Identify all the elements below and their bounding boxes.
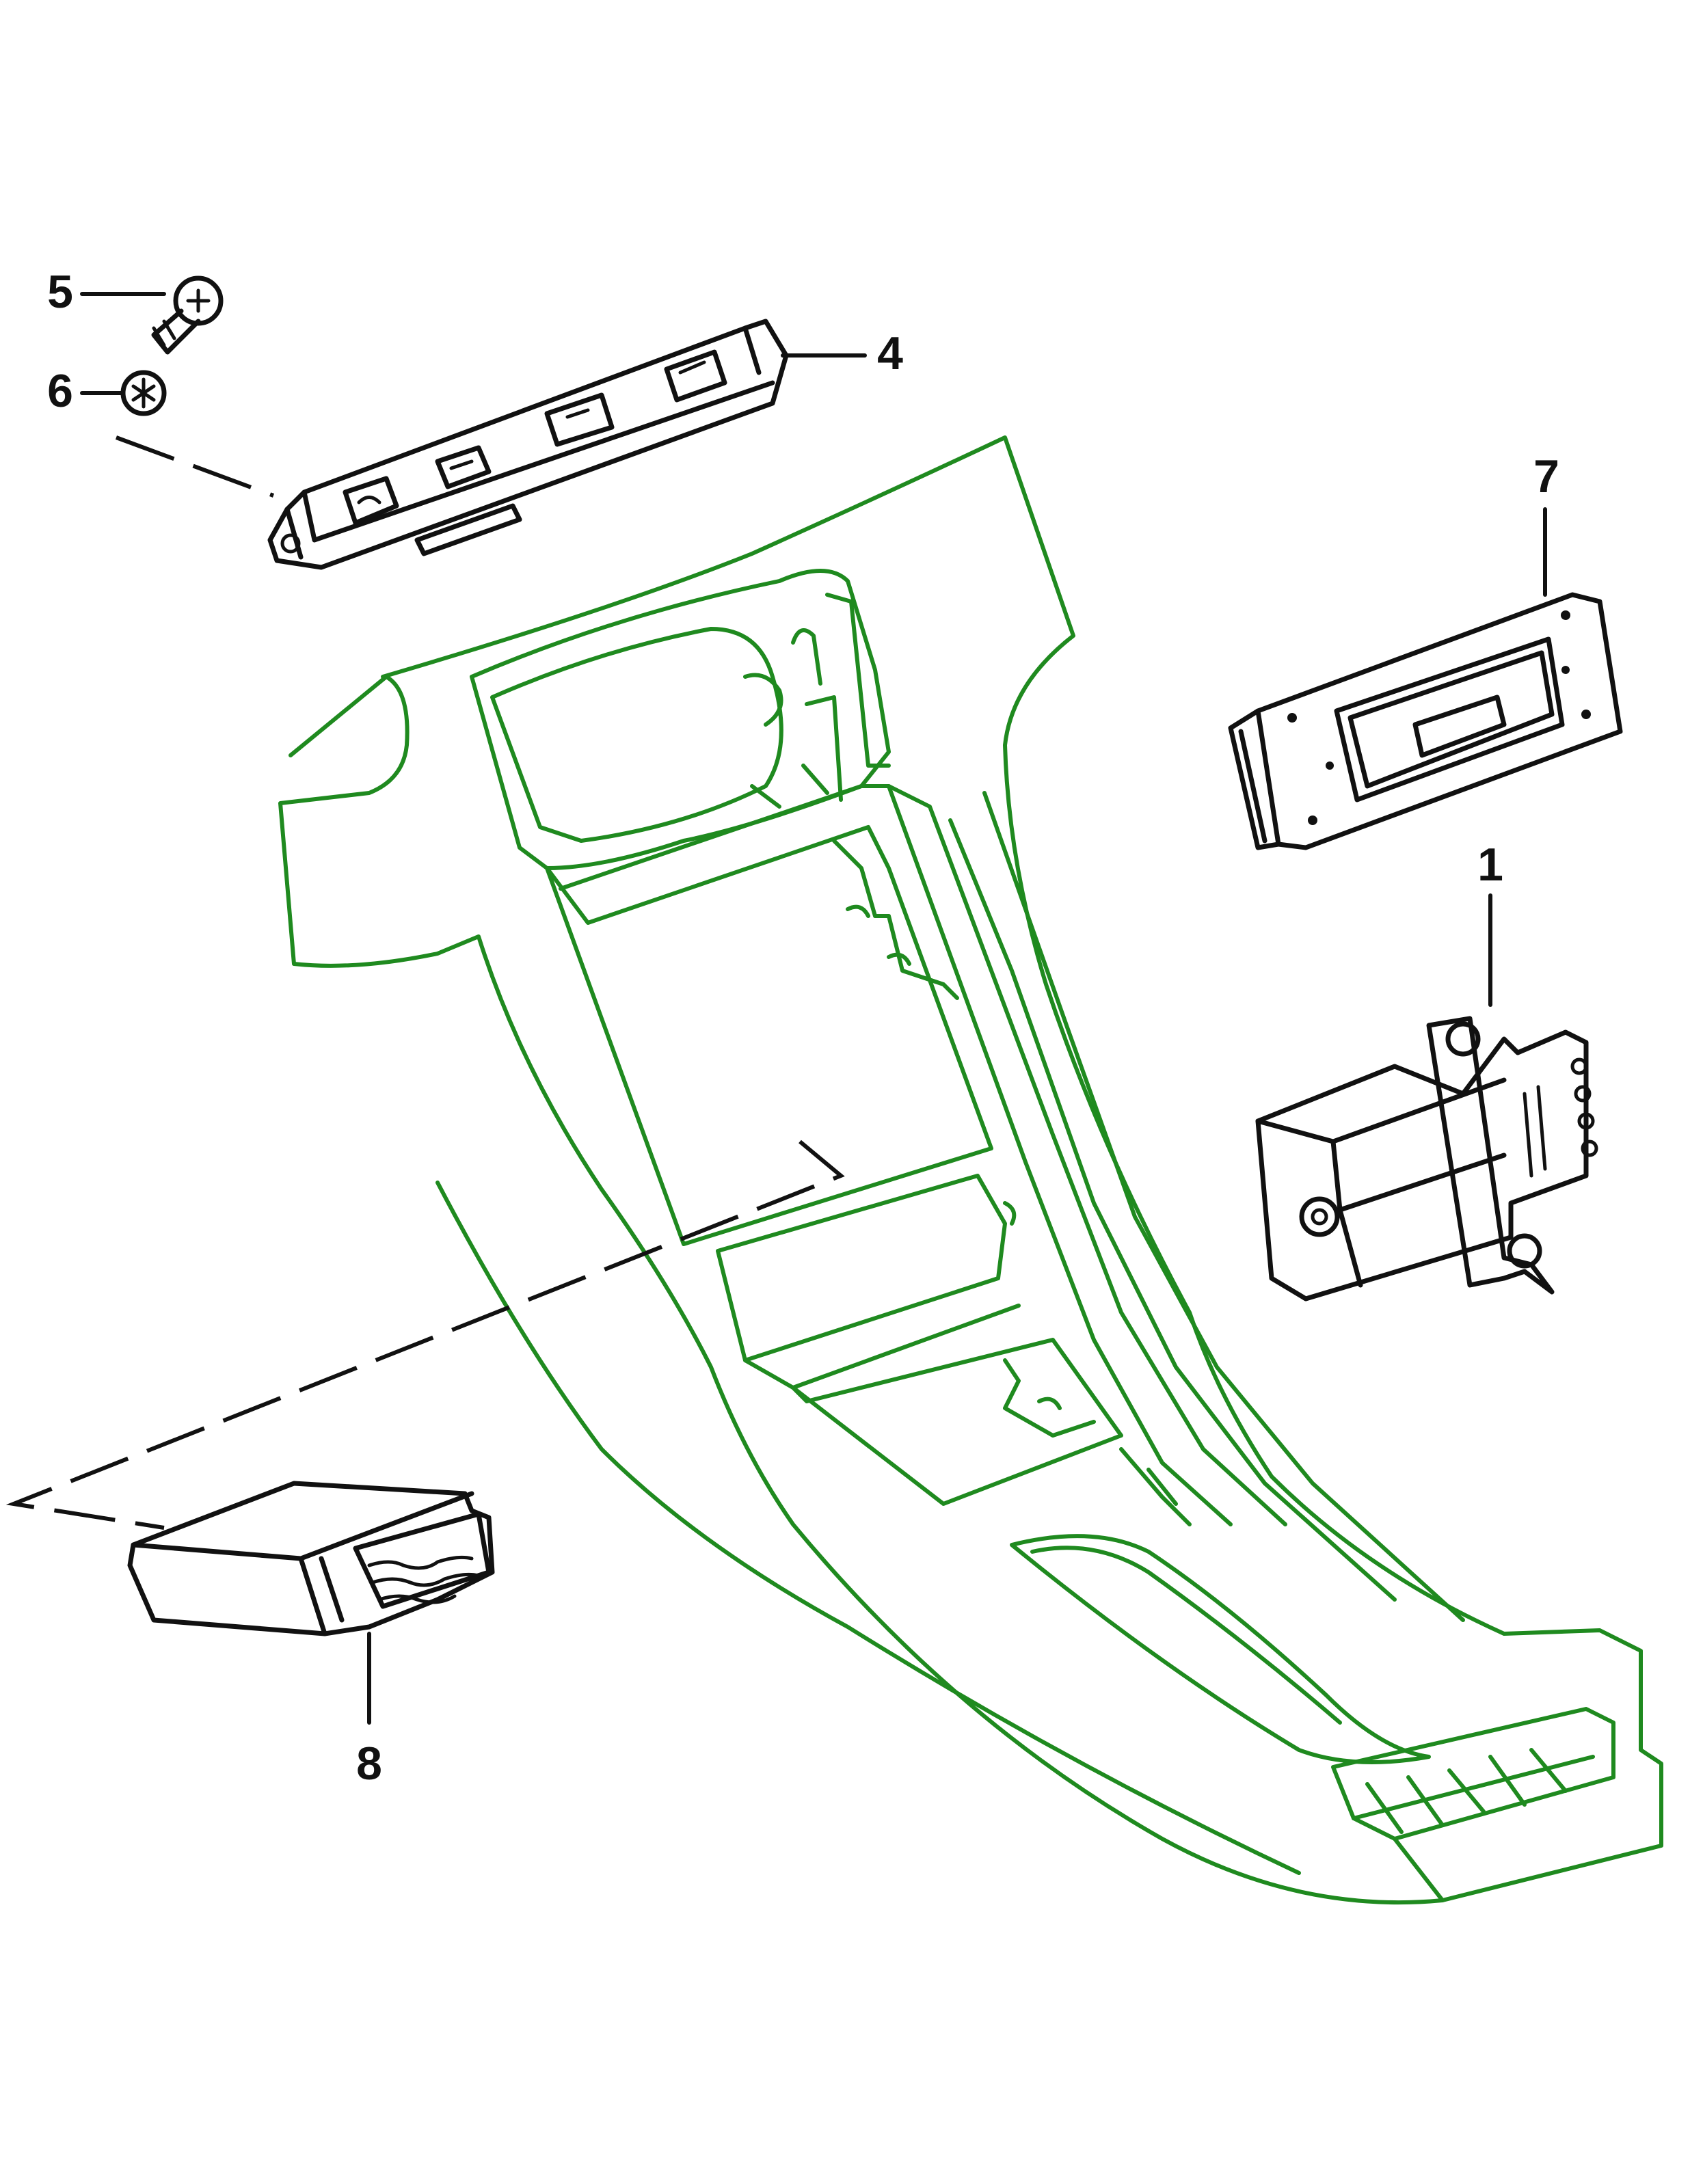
electronic-module-part bbox=[127, 1481, 495, 1636]
control-module-part bbox=[1255, 1016, 1598, 1302]
assembly-lines bbox=[5, 435, 845, 1530]
callout-4: 4 bbox=[877, 327, 903, 379]
bezel-plate-part bbox=[1228, 592, 1623, 850]
callout-5: 5 bbox=[47, 266, 73, 318]
screw-part bbox=[151, 275, 224, 355]
leader-lines bbox=[80, 292, 1547, 1725]
callout-6: 6 bbox=[47, 365, 73, 417]
callout-7: 7 bbox=[1533, 450, 1559, 502]
switch-bezel-part bbox=[267, 319, 789, 570]
center-console bbox=[278, 435, 1663, 1905]
callout-8: 8 bbox=[356, 1738, 382, 1790]
callouts: 5 6 4 7 1 8 bbox=[47, 266, 1559, 1790]
nut-part bbox=[120, 370, 167, 416]
callout-1: 1 bbox=[1477, 839, 1503, 891]
